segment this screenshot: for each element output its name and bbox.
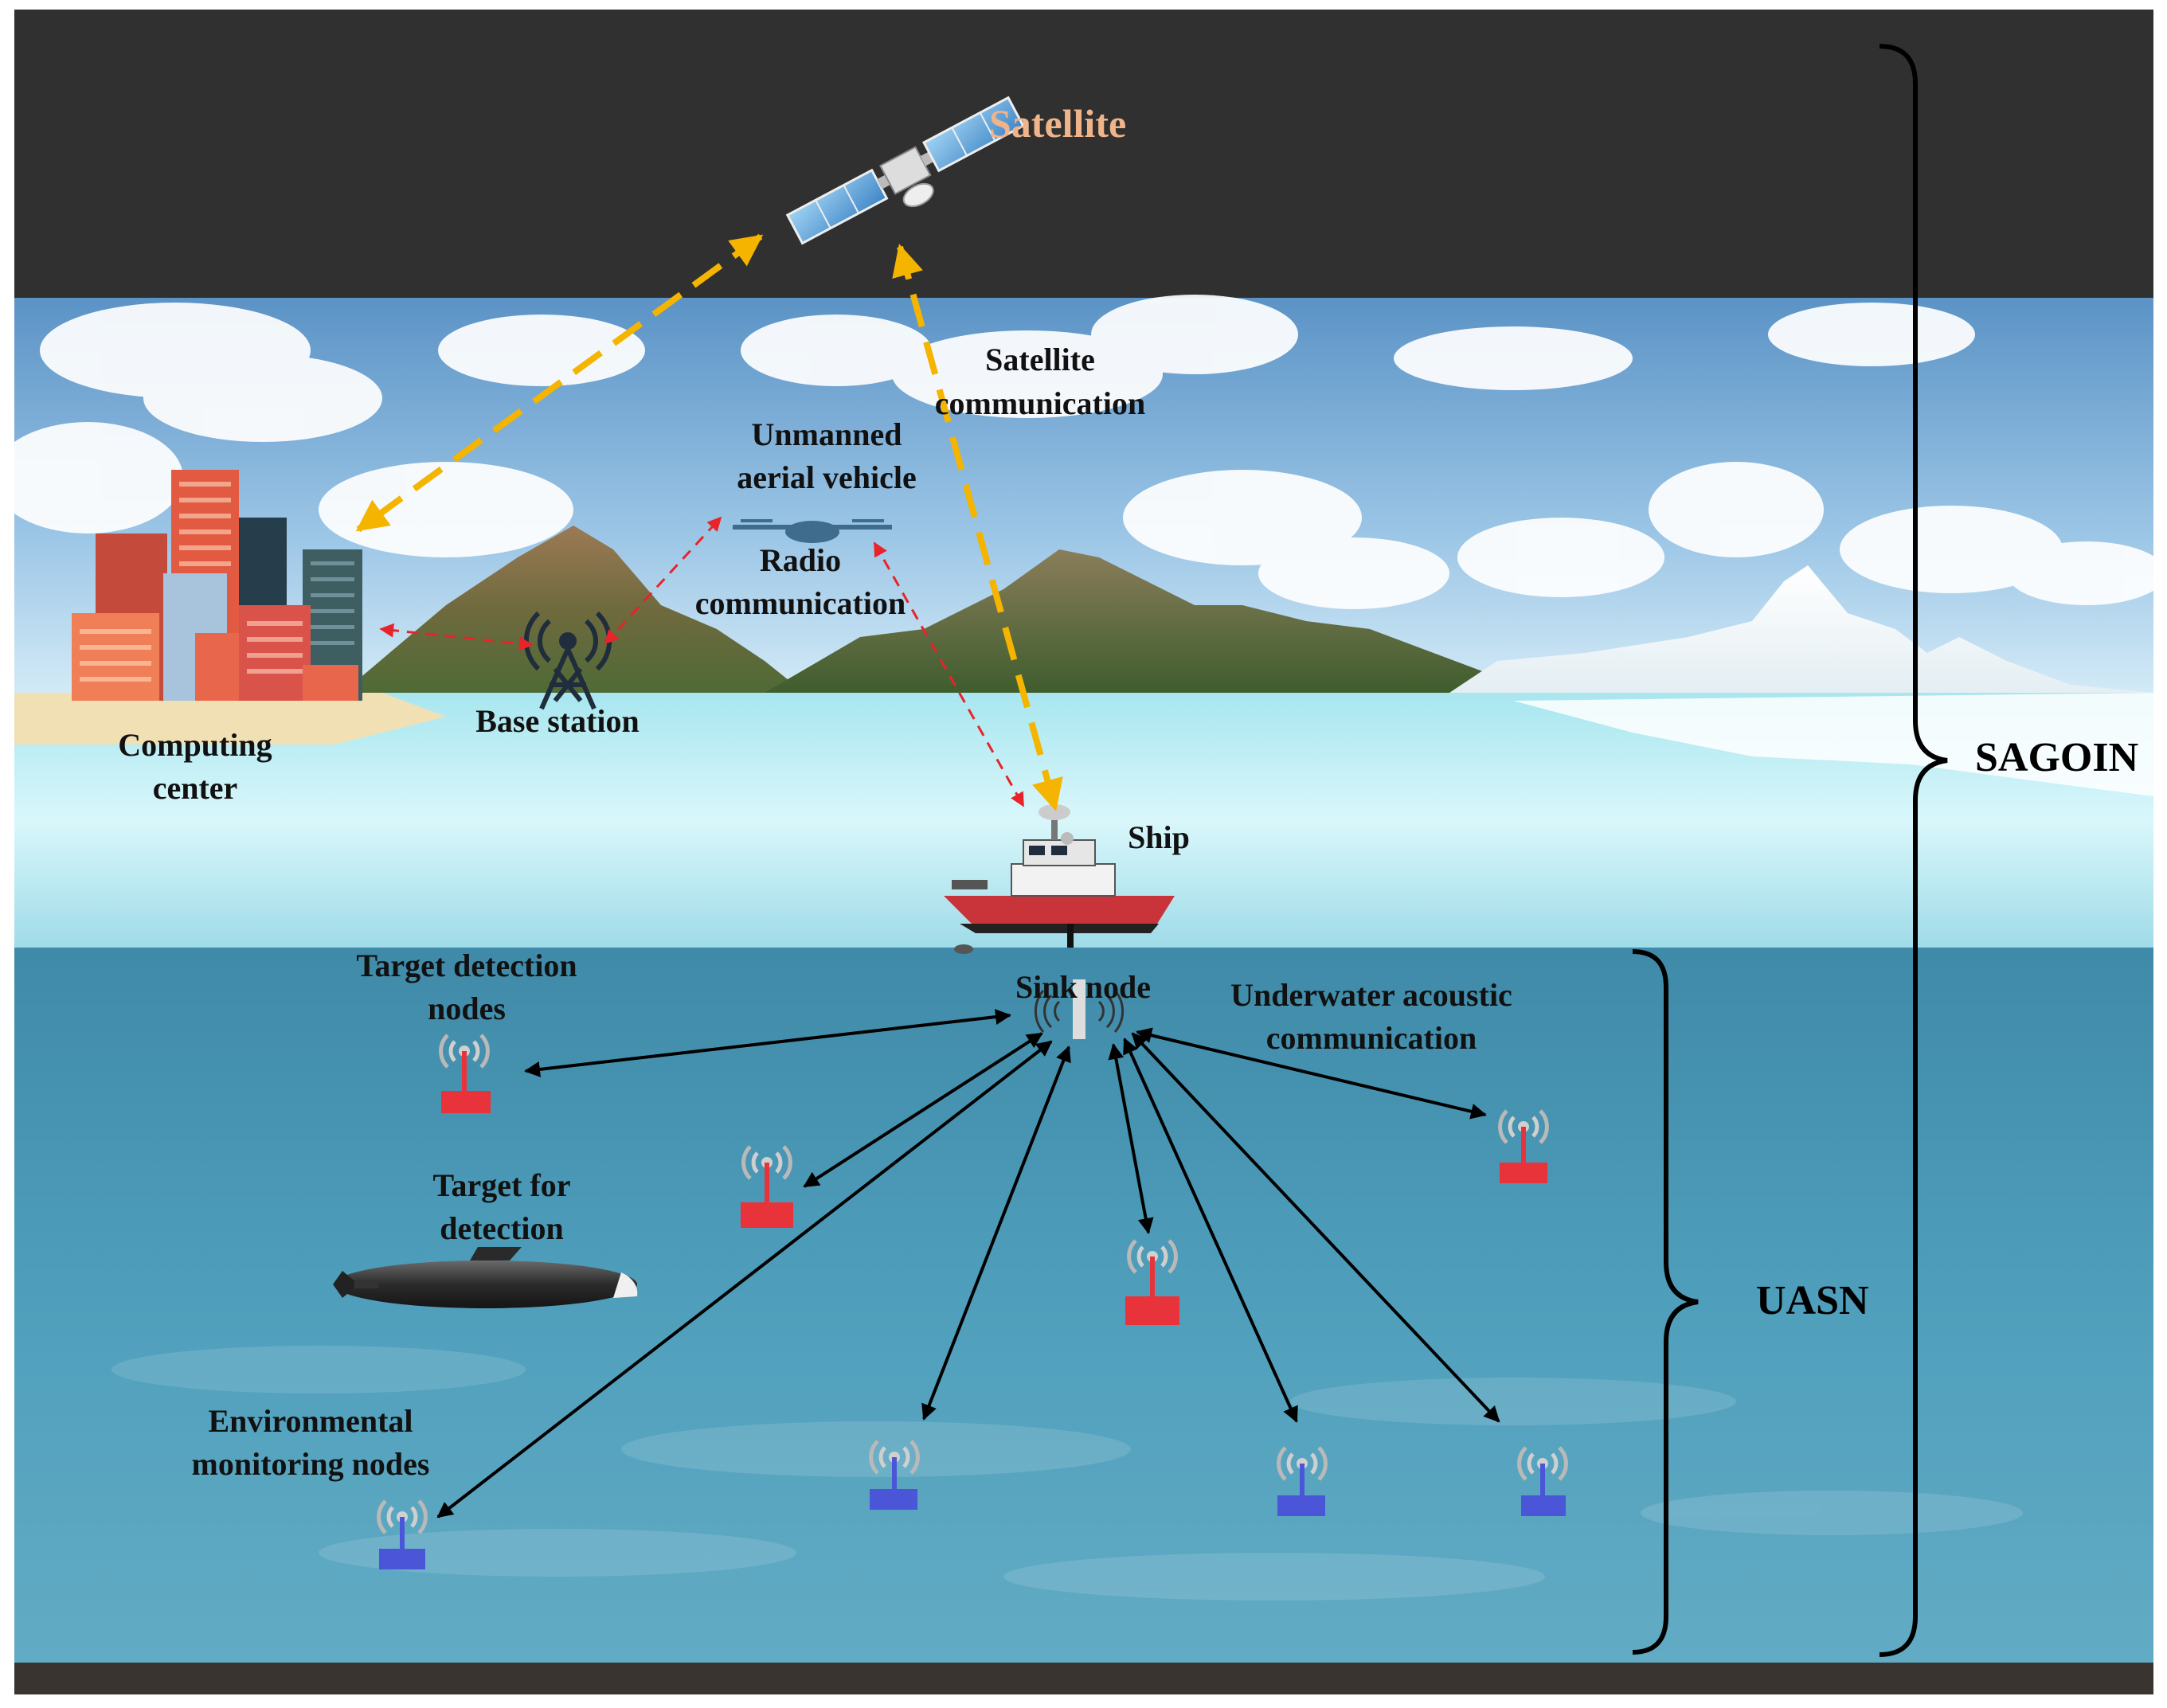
radio-label-2: communication <box>695 585 906 621</box>
target-nodes-label-2: nodes <box>428 991 506 1026</box>
computing-label-2: center <box>153 770 238 806</box>
sensor-node-icon <box>1500 1111 1547 1183</box>
ship-icon <box>944 804 1175 954</box>
env-nodes-label-1: Environmental <box>208 1403 413 1439</box>
foam <box>1513 693 2153 796</box>
satellite-links <box>355 233 1063 811</box>
uasn-brace <box>1632 949 1699 1655</box>
sagoin-brace <box>1879 44 1948 1657</box>
radio-label-1: Radio <box>760 542 841 578</box>
seabed <box>14 1663 2153 1694</box>
sensor-node-icon <box>1277 1448 1325 1516</box>
satellite-comm-label-1: Satellite <box>985 342 1095 377</box>
uac-label-1: Underwater acoustic <box>1230 977 1512 1013</box>
sagoin-label: SAGOIN <box>1975 735 2138 780</box>
sink-node-label: Sink node <box>1015 969 1151 1005</box>
target-nodes-label-1: Target detection <box>356 948 577 983</box>
snow-mountain <box>1449 565 2153 693</box>
ship-label: Ship <box>1128 819 1190 855</box>
satellite-label: Satellite <box>989 101 1126 146</box>
uasn-label: UASN <box>1756 1278 1869 1323</box>
uac-label-2: communication <box>1266 1020 1477 1056</box>
tower-icon <box>523 611 612 710</box>
mountain-left <box>342 526 804 693</box>
satellite-icon <box>785 96 1025 245</box>
uav-label-1: Unmanned <box>752 416 902 452</box>
radio-links <box>379 516 1025 807</box>
sensor-node-icon <box>379 1501 426 1569</box>
deep-sea <box>14 948 2153 1663</box>
uav-label-2: aerial vehicle <box>737 459 916 495</box>
acoustic-links <box>436 1009 1500 1518</box>
env-nodes-label-2: monitoring nodes <box>192 1446 430 1482</box>
sink-node-icon <box>1034 979 1125 1039</box>
computing-label-1: Computing <box>118 727 272 763</box>
beach <box>14 693 446 745</box>
space-band <box>14 10 2153 298</box>
base-station-label: Base station <box>475 703 640 739</box>
building-icon <box>72 470 362 701</box>
target-label-2: detection <box>440 1210 564 1246</box>
sensor-node-icon <box>1520 1448 1567 1516</box>
target-label-1: Target for <box>433 1167 571 1203</box>
satellite-comm-label-2: communication <box>935 385 1145 421</box>
